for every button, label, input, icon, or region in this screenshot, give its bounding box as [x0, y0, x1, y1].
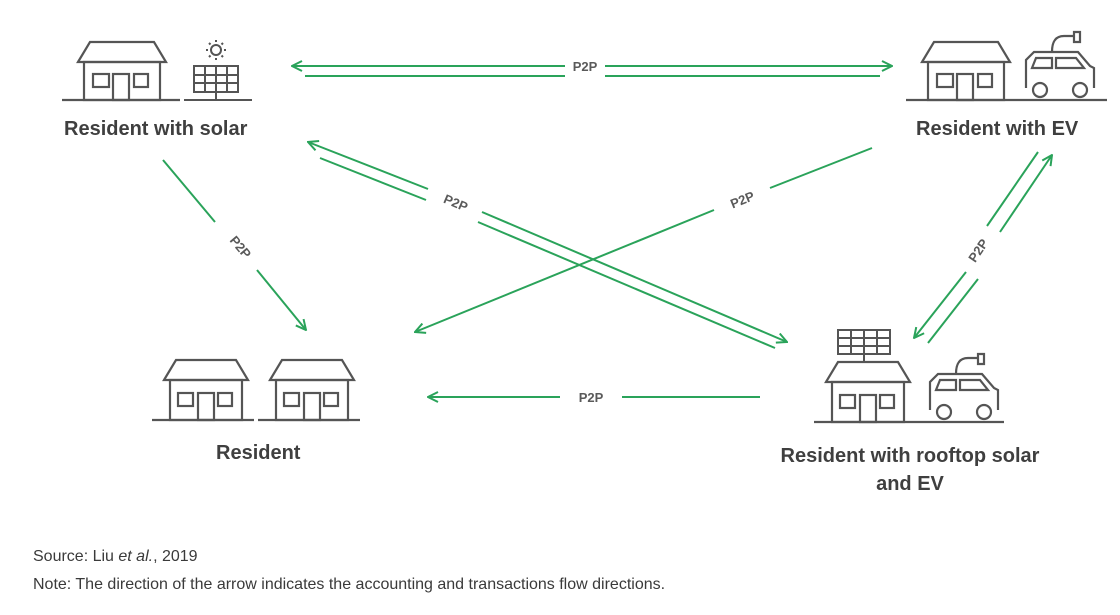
ev-car-icon: [1024, 30, 1096, 99]
edge-label-rooftop-resident: P2P: [579, 390, 604, 405]
arrow-rooftop-to-solar-2: [319, 157, 427, 201]
arrow-solar-to-resident-a: [162, 159, 216, 223]
edge-label-solar-resident: P2P: [227, 233, 254, 262]
direction-note: Note: The direction of the arrow indicat…: [33, 576, 666, 593]
node-label-ev: Resident with EV: [916, 118, 1079, 140]
rooftop-solar-panel-icon: [837, 329, 891, 364]
house-icon: [906, 40, 1107, 102]
house-icon: [258, 358, 360, 422]
node-label-rooftop-line1: Resident with rooftop solar: [780, 445, 1040, 467]
edge-label-rooftop-ev: P2P: [965, 236, 991, 265]
solar-panel-icon: [184, 40, 252, 101]
edge-label-solar-rooftop: P2P: [442, 191, 471, 215]
house-icon: [814, 360, 1004, 424]
edge-label-ev-resident: P2P: [728, 188, 757, 211]
node-label-rooftop: Resident with rooftop solar and EV: [760, 442, 1060, 498]
arrow-ev-to-rooftop: [914, 271, 967, 338]
house-icon: [152, 358, 254, 422]
arrow-ev-to-resident-b: [415, 209, 715, 332]
arrow-solar-to-rooftop-2: [477, 221, 776, 349]
arrow-rooftop-to-ev-2: [986, 151, 1039, 227]
source-italic: et al.: [118, 548, 154, 565]
arrow-rooftop-to-solar: [308, 142, 429, 190]
arrow-solar-to-rooftop: [481, 211, 787, 342]
arrow-rooftop-to-ev: [999, 155, 1052, 233]
ev-car-icon: [928, 352, 1000, 421]
source-prefix: Source: Liu: [33, 548, 119, 565]
node-label-solar: Resident with solar: [64, 118, 248, 140]
source-suffix: , 2019: [153, 548, 198, 565]
arrow-solar-to-resident-b: [256, 269, 306, 330]
arrow-ev-to-resident-a: [769, 147, 873, 189]
arrow-ev-to-rooftop-2: [927, 278, 979, 344]
house-icon: [62, 40, 180, 102]
node-label-rooftop-line2: and EV: [876, 473, 944, 495]
node-label-resident: Resident: [216, 442, 301, 464]
edge-label-solar-ev: P2P: [573, 59, 598, 74]
source-note: Source: Liu et al., 2019: [33, 548, 198, 566]
